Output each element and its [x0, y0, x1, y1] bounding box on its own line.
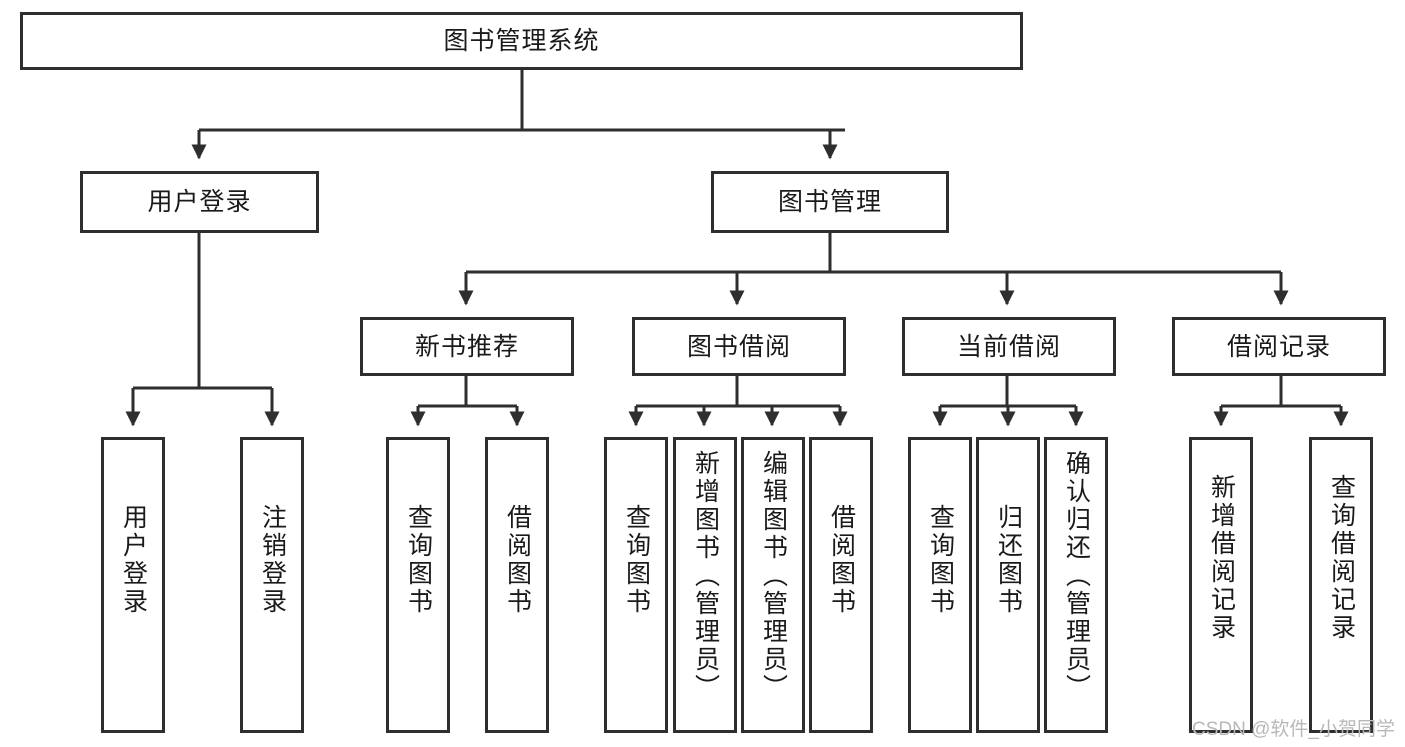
node-leaf-add-book[interactable]: 新增图书（管理员）: [673, 437, 737, 733]
node-leaf-borrow-book-1-label: 借阅图书: [503, 504, 532, 616]
node-leaf-query-book-1[interactable]: 查询图书: [386, 437, 450, 733]
node-book-borrow[interactable]: 图书借阅: [632, 317, 846, 376]
node-current-borrow[interactable]: 当前借阅: [902, 317, 1116, 376]
csdn-watermark: CSDN @软件_小贺同学: [1192, 719, 1395, 740]
node-borrow-record-label: 借阅记录: [1226, 332, 1331, 361]
node-leaf-query-book-1-label: 查询图书: [404, 504, 433, 616]
node-leaf-add-record[interactable]: 新增借阅记录: [1189, 437, 1253, 733]
node-leaf-query-record-label: 查询借阅记录: [1327, 474, 1356, 642]
node-leaf-confirm-return-label: 确认归还（管理员）: [1062, 450, 1091, 702]
node-user-login[interactable]: 用户登录: [80, 171, 319, 233]
node-leaf-borrow-book-1[interactable]: 借阅图书: [485, 437, 549, 733]
node-leaf-query-book-2[interactable]: 查询图书: [604, 437, 668, 733]
node-current-borrow-label: 当前借阅: [956, 332, 1061, 361]
node-leaf-borrow-book-2[interactable]: 借阅图书: [809, 437, 873, 733]
node-leaf-edit-book-label: 编辑图书（管理员）: [759, 450, 788, 702]
node-root[interactable]: 图书管理系统: [20, 12, 1023, 70]
node-book-borrow-label: 图书借阅: [686, 332, 791, 361]
node-leaf-query-record[interactable]: 查询借阅记录: [1309, 437, 1373, 733]
node-leaf-edit-book[interactable]: 编辑图书（管理员）: [741, 437, 805, 733]
node-leaf-query-book-3[interactable]: 查询图书: [908, 437, 972, 733]
node-leaf-query-book-3-label: 查询图书: [926, 504, 955, 616]
node-leaf-return-book[interactable]: 归还图书: [976, 437, 1040, 733]
node-new-book-recommend-label: 新书推荐: [414, 332, 519, 361]
node-user-login-label: 用户登录: [147, 188, 252, 216]
node-leaf-user-login-label: 用户登录: [119, 504, 148, 616]
node-book-manage-label: 图书管理: [777, 188, 882, 216]
node-leaf-query-book-2-label: 查询图书: [622, 504, 651, 616]
node-leaf-user-logout[interactable]: 注销登录: [240, 437, 304, 733]
node-new-book-recommend[interactable]: 新书推荐: [360, 317, 574, 376]
node-leaf-return-book-label: 归还图书: [994, 504, 1023, 616]
node-leaf-add-book-label: 新增图书（管理员）: [691, 450, 720, 702]
node-book-manage[interactable]: 图书管理: [711, 171, 949, 233]
node-leaf-confirm-return[interactable]: 确认归还（管理员）: [1044, 437, 1108, 733]
node-leaf-add-record-label: 新增借阅记录: [1207, 474, 1236, 642]
node-borrow-record[interactable]: 借阅记录: [1172, 317, 1386, 376]
node-leaf-user-logout-label: 注销登录: [258, 504, 287, 616]
node-leaf-user-login[interactable]: 用户登录: [101, 437, 165, 733]
node-root-label: 图书管理系统: [443, 27, 600, 55]
node-leaf-borrow-book-2-label: 借阅图书: [827, 504, 856, 616]
